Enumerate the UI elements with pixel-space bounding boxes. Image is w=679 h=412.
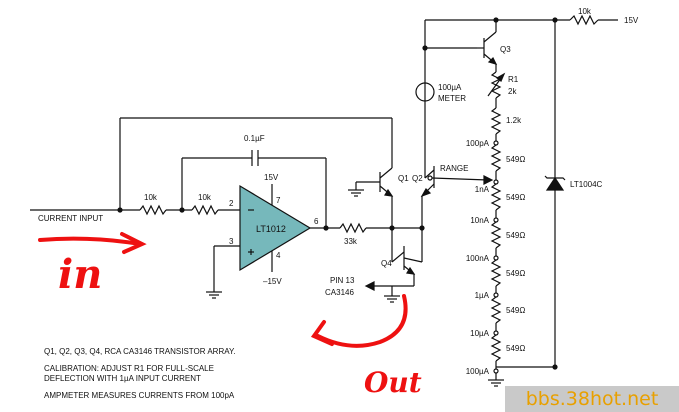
label-q1: Q1 xyxy=(398,174,409,183)
note-line-1: Q1, Q2, Q3, Q4, RCA CA3146 TRANSISTOR AR… xyxy=(44,347,236,356)
resistor-33k xyxy=(339,202,425,262)
transistor-q3 xyxy=(477,17,499,72)
tap-100ua: 100µA xyxy=(466,367,490,376)
tap-10ua: 10µA xyxy=(470,329,490,338)
zener-lt1004c xyxy=(544,175,566,191)
tap-1ua: 1µA xyxy=(475,291,490,300)
label-ladder-5: 549Ω xyxy=(506,306,525,315)
label-zener: LT1004C xyxy=(570,180,603,189)
label-r1-value: 2k xyxy=(508,87,517,96)
label-pin7: 7 xyxy=(276,196,281,205)
note-line-2: CALIBRATION: ADJUST R1 FOR FULL-SCALE xyxy=(44,363,214,373)
schematic-notes: Q1, Q2, Q3, Q4, RCA CA3146 TRANSISTOR AR… xyxy=(44,347,334,407)
feedback-wire xyxy=(119,117,393,210)
annotation-out-arrow xyxy=(310,294,408,348)
annotation-out: Out xyxy=(364,366,422,399)
label-pin2: 2 xyxy=(229,199,234,208)
tap-1na: 1nA xyxy=(475,185,490,194)
note-line-3: DEFLECTION WITH 1µA INPUT CURRENT xyxy=(44,374,201,383)
range-switch-arrow xyxy=(427,175,494,185)
potentiometer-r1 xyxy=(487,71,506,108)
label-q2: Q2 xyxy=(412,174,423,183)
label-range: RANGE xyxy=(440,164,468,173)
transistor-q2 xyxy=(420,166,435,202)
label-current-input: CURRENT INPUT xyxy=(38,214,103,223)
label-r-1-2k: 1.2k xyxy=(506,116,522,125)
label-r-top: 10k xyxy=(578,7,592,16)
label-meter-2: METER xyxy=(438,94,466,103)
label-ladder-2: 549Ω xyxy=(506,193,525,202)
range-ladder xyxy=(488,134,558,387)
tap-100pa: 100pA xyxy=(466,139,490,148)
transistor-q1 xyxy=(348,167,394,212)
label-cap: 0.1µF xyxy=(244,134,265,143)
label-ca3146: CA3146 xyxy=(325,288,354,297)
label-ladder-4: 549Ω xyxy=(506,269,525,278)
label-q4: Q4 xyxy=(381,259,392,268)
label-ladder-6: 549Ω xyxy=(506,344,525,353)
label-ladder-1: 549Ω xyxy=(506,155,525,164)
label-r-in1: 10k xyxy=(144,193,158,202)
label-pin3: 3 xyxy=(229,237,234,246)
opamp-lt1012 xyxy=(206,184,340,299)
annotation-in-arrow xyxy=(38,232,147,254)
transistor-q4 xyxy=(364,246,423,303)
label-q3: Q3 xyxy=(500,45,511,54)
tap-100na: 100nA xyxy=(466,254,490,263)
resistor-1-2k xyxy=(490,107,502,135)
tap-10na: 10nA xyxy=(470,216,489,225)
label-r-33k: 33k xyxy=(344,237,358,246)
label-pin6: 6 xyxy=(314,217,319,226)
watermark: bbs.38hot.net xyxy=(505,386,679,412)
capacitor-0-1uf xyxy=(181,150,327,228)
label-pin4: 4 xyxy=(276,251,281,260)
label-v15: 15V xyxy=(264,173,279,182)
note-line-4: AMPMETER MEASURES CURRENTS FROM 100pA xyxy=(44,390,235,400)
label-opamp: LT1012 xyxy=(256,224,286,234)
label-ladder-3: 549Ω xyxy=(506,231,525,240)
label-vneg: –15V xyxy=(263,277,282,286)
label-meter-1: 100µA xyxy=(438,83,462,92)
annotation-in: in xyxy=(58,251,102,298)
label-r1: R1 xyxy=(508,75,519,84)
meter xyxy=(415,82,435,102)
label-pin13: PIN 13 xyxy=(330,276,355,285)
label-r-in2: 10k xyxy=(198,193,212,202)
label-v-top: 15V xyxy=(624,16,639,25)
input-path xyxy=(30,204,240,216)
